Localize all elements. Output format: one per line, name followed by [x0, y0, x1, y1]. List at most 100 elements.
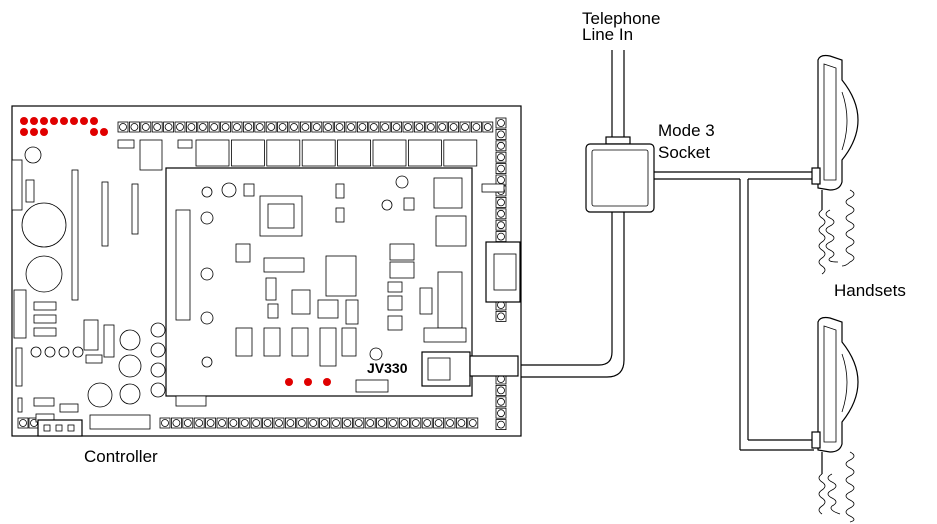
terminal-screw — [497, 397, 505, 406]
power-connector — [37, 419, 83, 437]
red-led — [100, 128, 108, 136]
socket-to-module-cable — [500, 212, 625, 378]
terminal-screw — [297, 419, 306, 427]
terminal-screw — [400, 419, 409, 427]
terminal — [254, 121, 266, 133]
terminal — [182, 417, 194, 429]
terminal-screw — [198, 123, 207, 131]
terminal-screw — [195, 419, 204, 427]
terminal-screw — [497, 141, 505, 150]
terminal — [356, 121, 368, 133]
terminal — [330, 417, 342, 429]
terminal-screw — [497, 130, 505, 139]
label-jv330: JV330 — [367, 360, 408, 376]
terminal — [495, 151, 507, 163]
terminal-screw — [449, 123, 458, 131]
terminal-screw — [457, 419, 466, 427]
relay — [195, 139, 230, 167]
terminal — [239, 417, 251, 429]
terminal-screw — [286, 419, 295, 427]
relay — [266, 139, 301, 167]
red-led — [30, 117, 38, 125]
terminal — [262, 417, 274, 429]
terminal-screw — [332, 419, 340, 427]
relay — [337, 139, 372, 167]
red-led — [40, 117, 48, 125]
terminal — [250, 417, 262, 429]
terminal — [495, 117, 507, 129]
terminal — [231, 121, 243, 133]
terminal — [216, 417, 228, 429]
terminal — [193, 417, 205, 429]
relay-row — [195, 139, 478, 167]
terminal-screw — [19, 419, 27, 427]
terminal — [273, 417, 285, 429]
terminal-screw — [244, 123, 253, 131]
jv330-module — [165, 167, 521, 407]
terminal — [345, 121, 357, 133]
terminal-screw — [290, 123, 298, 131]
terminal-screw — [461, 123, 469, 131]
top-terminal-strip — [117, 121, 494, 133]
terminal — [299, 121, 311, 133]
terminal-screw — [497, 312, 505, 321]
terminal — [341, 417, 353, 429]
terminal-screw — [343, 419, 352, 427]
terminal — [242, 121, 254, 133]
terminal — [140, 121, 152, 133]
terminal — [376, 417, 388, 429]
relay — [301, 139, 336, 167]
terminal — [174, 121, 186, 133]
terminal-screw — [176, 123, 184, 131]
terminal-screw — [309, 419, 318, 427]
terminal — [170, 417, 182, 429]
relay — [443, 139, 478, 167]
red-led — [30, 128, 38, 136]
terminal-screw — [369, 123, 378, 131]
terminal — [387, 417, 399, 429]
terminal — [227, 417, 239, 429]
red-led — [20, 128, 28, 136]
terminal — [482, 121, 494, 133]
terminal-screw — [497, 176, 505, 184]
terminal — [398, 417, 410, 429]
terminal — [334, 121, 346, 133]
terminal-screw — [240, 419, 249, 427]
terminal-screw — [221, 123, 230, 131]
terminal-screw — [347, 123, 355, 131]
terminal — [467, 417, 479, 429]
bottom-terminal-strip — [17, 417, 479, 429]
terminal-screw — [267, 123, 276, 131]
red-led — [70, 117, 78, 125]
terminal-screw — [153, 123, 162, 131]
terminal-screw — [497, 232, 505, 241]
terminal — [284, 417, 296, 429]
terminal — [353, 417, 365, 429]
terminal — [495, 407, 507, 419]
terminal — [185, 121, 197, 133]
terminal-screw — [497, 119, 505, 127]
terminal-screw — [312, 123, 321, 131]
socket-face — [591, 149, 649, 207]
terminal — [495, 396, 507, 408]
handset-top — [811, 54, 859, 275]
terminal-screw — [497, 409, 505, 418]
terminal — [277, 121, 289, 133]
terminal — [307, 417, 319, 429]
red-led — [50, 117, 58, 125]
terminal — [459, 121, 471, 133]
terminal — [436, 121, 448, 133]
terminal — [163, 121, 175, 133]
terminal-screw — [301, 123, 310, 131]
terminal — [495, 219, 507, 231]
terminal-screw — [255, 123, 264, 131]
terminal-screw — [164, 123, 173, 131]
terminal — [433, 417, 445, 429]
terminal-screw — [497, 386, 505, 395]
terminal — [311, 121, 323, 133]
terminal — [220, 121, 232, 133]
terminal-screw — [411, 419, 420, 427]
terminal — [421, 417, 433, 429]
terminal-screw — [423, 419, 432, 427]
